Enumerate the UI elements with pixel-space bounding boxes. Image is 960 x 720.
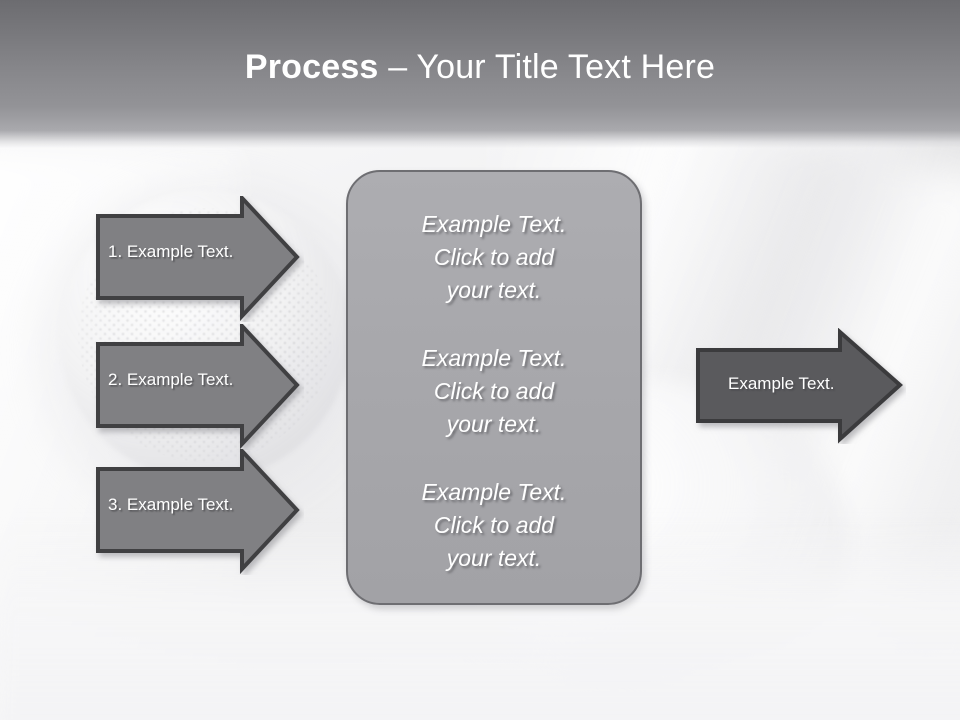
- right-arrow-icon: [96, 320, 300, 450]
- process-step-arrow-1[interactable]: 1. Example Text.: [92, 192, 304, 322]
- center-content-box-inner: Example Text. Click to add your text. Ex…: [348, 172, 640, 603]
- right-arrow-icon: [96, 445, 300, 575]
- right-arrow-icon: [96, 192, 300, 322]
- process-outcome-arrow-label: Example Text.: [728, 374, 835, 393]
- page-title-rest: – Your Title Text Here: [378, 48, 716, 86]
- center-paragraph-2[interactable]: Example Text. Click to add your text.: [421, 345, 567, 437]
- center-paragraph-3[interactable]: Example Text. Click to add your text.: [421, 479, 567, 571]
- process-step-arrow-2-label: 2. Example Text.: [108, 370, 234, 389]
- right-arrow-icon: [696, 327, 904, 444]
- center-content-box[interactable]: Example Text. Click to add your text. Ex…: [346, 170, 642, 605]
- page-title-bold: Process: [244, 48, 379, 86]
- title-band: Process – Your Title Text Here: [0, 0, 960, 148]
- process-outcome-arrow[interactable]: Example Text.: [692, 327, 906, 444]
- process-step-arrow-2[interactable]: 2. Example Text.: [92, 320, 304, 450]
- page-title: Process – Your Title Text Here: [0, 48, 960, 87]
- center-paragraph-1[interactable]: Example Text. Click to add your text.: [421, 211, 567, 303]
- process-step-arrow-3-label: 3. Example Text.: [108, 495, 234, 514]
- process-step-arrow-3[interactable]: 3. Example Text.: [92, 445, 304, 575]
- process-step-arrow-1-label: 1. Example Text.: [108, 242, 234, 261]
